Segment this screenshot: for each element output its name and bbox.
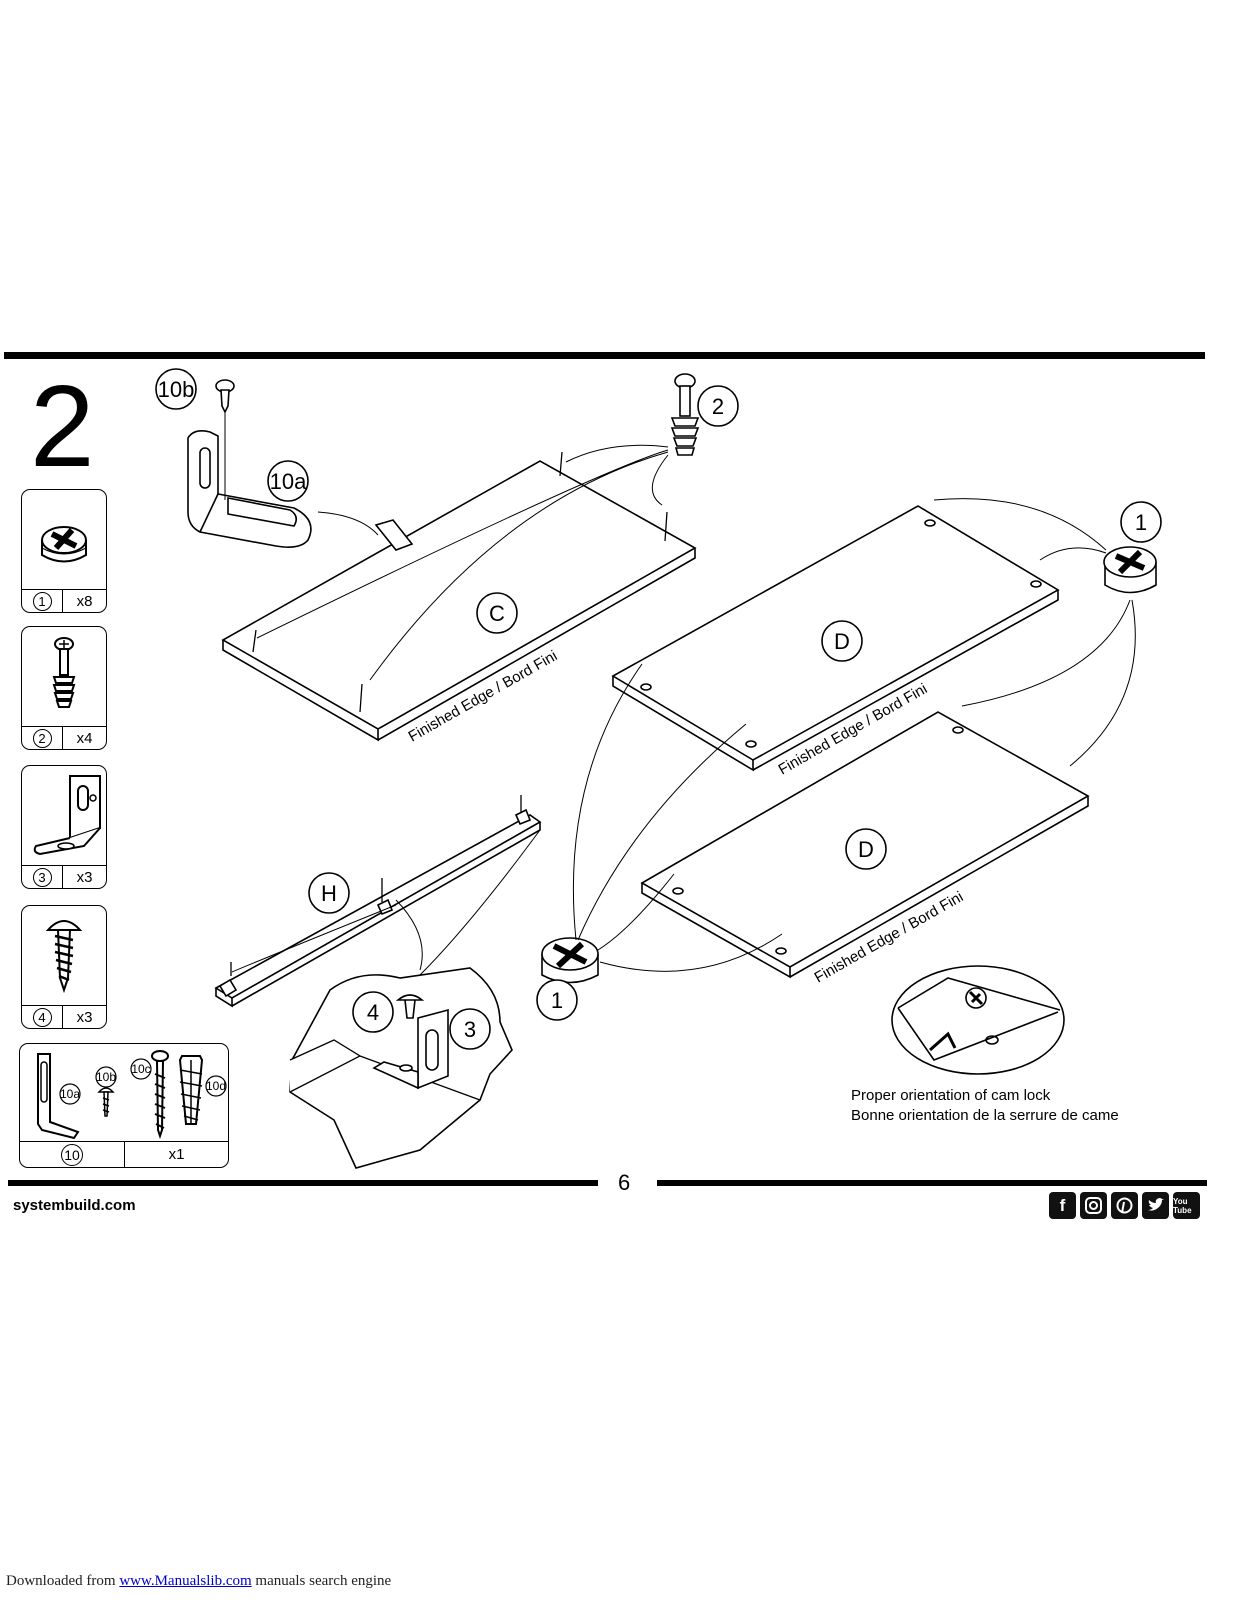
cam-lock-1-right (1103, 546, 1157, 594)
manualslib-link[interactable]: www.Manualslib.com (119, 1573, 252, 1589)
callout-10a: 10a (270, 469, 307, 494)
cam-lock-icon (41, 526, 87, 563)
corner-bracket-10a (187, 430, 312, 548)
callout-1-left: 1 (551, 988, 563, 1013)
instagram-icon[interactable] (1080, 1192, 1107, 1219)
kit-box-10: 10a 10b 10c 10d 10 x1 (19, 1043, 229, 1168)
kit-qty: x1 (168, 1146, 185, 1163)
youtube-text: You Tube (1173, 1196, 1192, 1215)
page-number: 6 (618, 1170, 631, 1195)
part-number-4: 4 (32, 1007, 52, 1027)
callout-2: 2 (712, 394, 724, 419)
kit-item-10c: 10c (131, 1062, 150, 1076)
twitter-icon[interactable] (1142, 1192, 1169, 1219)
panel-label-c: C (489, 601, 505, 626)
part-number-2: 2 (32, 728, 52, 748)
detail-inset (289, 967, 513, 1169)
panel-label-d-upper: D (834, 629, 850, 654)
part-qty-3: x3 (76, 868, 93, 886)
cam-bolt-icon (52, 637, 76, 708)
part-number-3: 3 (32, 867, 52, 887)
pinterest-icon[interactable] (1111, 1192, 1138, 1219)
callout-4: 4 (367, 1000, 379, 1025)
callout-1-right: 1 (1135, 510, 1147, 535)
part-box-4: 4 x3 (21, 905, 107, 1029)
footer-rule-left (8, 1180, 598, 1186)
facebook-icon[interactable]: f (1049, 1192, 1076, 1219)
kit-item-10b: 10b (96, 1070, 116, 1084)
callout-3: 3 (464, 1017, 476, 1042)
footer-rule-right (657, 1180, 1207, 1186)
step-number: 2 (30, 361, 95, 491)
kit-item-10d: 10d (206, 1079, 226, 1093)
part-box-2: 2 x4 (21, 626, 107, 750)
kit-item-10a: 10a (60, 1087, 80, 1101)
l-bracket-icon (33, 775, 101, 856)
wood-screw-icon (45, 920, 83, 994)
top-rule (4, 352, 1205, 359)
cam-note-fr: Bonne orientation de la serrure de came (851, 1107, 1119, 1124)
cam-orientation-detail (891, 965, 1065, 1075)
part-box-1: 1 x8 (21, 489, 107, 613)
cam-bolt-2 (670, 373, 700, 456)
site-url[interactable]: systembuild.com (13, 1197, 136, 1214)
part-box-3: 3 x3 (21, 765, 107, 889)
part-qty-4: x3 (76, 1008, 93, 1026)
panel-label-d-lower: D (858, 837, 874, 862)
cam-lock-1-left (541, 937, 599, 984)
kit-number: 10 (61, 1143, 83, 1166)
youtube-icon[interactable]: You Tube (1173, 1192, 1200, 1219)
cam-note-en: Proper orientation of cam lock (851, 1087, 1051, 1104)
part-qty-2: x4 (76, 729, 93, 747)
panel-c (221, 451, 697, 742)
callout-10b: 10b (158, 377, 195, 402)
wall-anchor-kit-icon: 10a 10b 10c 10d (37, 1050, 227, 1140)
download-suffix: manuals search engine (251, 1573, 392, 1589)
download-prefix: Downloaded from (6, 1573, 120, 1589)
cam-orientation-note: Proper orientation of cam lock Bonne ori… (851, 1086, 1119, 1126)
part-qty-1: x8 (76, 592, 93, 610)
download-note: Downloaded from www.Manualslib.com manua… (6, 1573, 391, 1590)
panel-label-h: H (321, 881, 337, 906)
screw-10b (215, 379, 235, 500)
part-number-1: 1 (32, 591, 52, 611)
